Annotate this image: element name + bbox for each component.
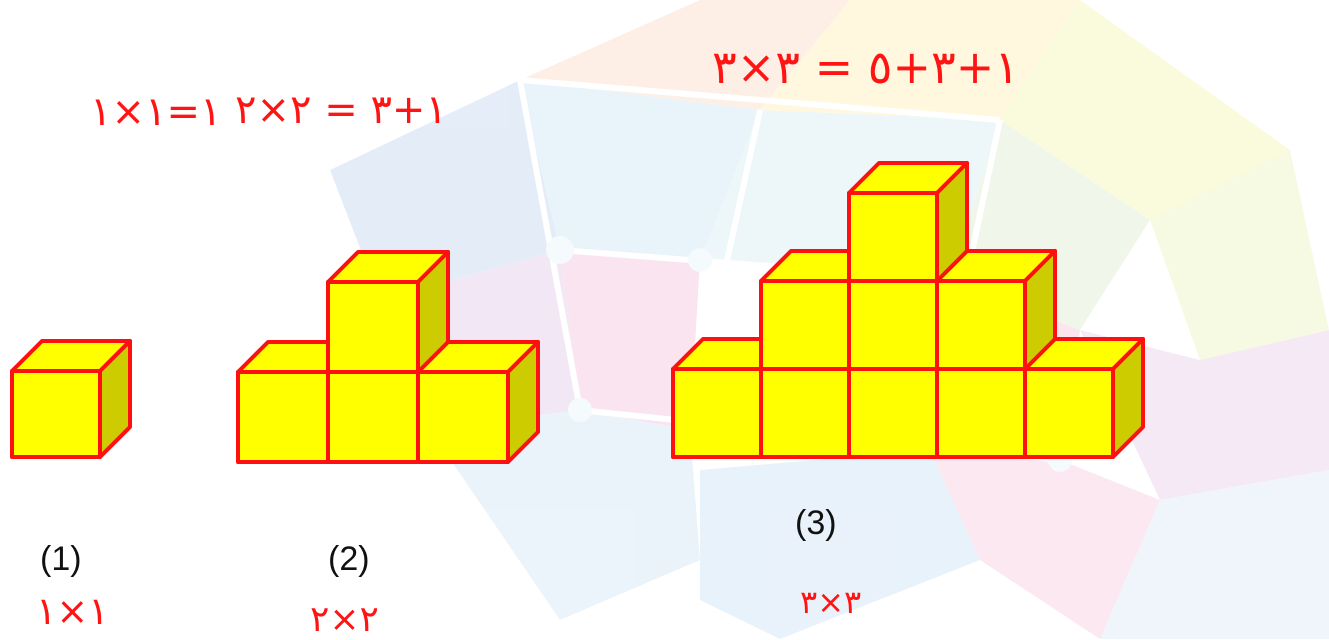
cube-front-face — [326, 280, 420, 374]
figure-1-stack — [10, 339, 132, 459]
figure-1-label: (1) — [40, 540, 82, 578]
cube-front-face — [1023, 367, 1115, 459]
cube — [1023, 337, 1145, 459]
figure-1-caption: ١×١ — [36, 589, 109, 633]
cube-front-face — [326, 370, 420, 464]
cube — [416, 340, 540, 464]
equation-3: ١+٣+٥ = ٣×٣ — [712, 40, 1020, 94]
cube — [847, 161, 969, 283]
cube-front-face — [847, 367, 939, 459]
cube-front-face — [935, 367, 1027, 459]
figure-2-caption: ٢×٢ — [310, 599, 379, 640]
cube-front-face — [671, 367, 763, 459]
cube-front-face — [236, 370, 330, 464]
cube — [326, 250, 450, 374]
cube — [10, 339, 132, 459]
cube-front-face — [759, 279, 851, 371]
cube-stacks — [10, 161, 1145, 464]
figure-3-stack — [671, 161, 1145, 459]
figure-3-label: (3) — [795, 504, 837, 542]
equation-2: ١+٣ = ٢×٢ — [235, 87, 447, 133]
figure-2-label: (2) — [328, 540, 370, 578]
cube — [935, 249, 1057, 371]
equation-1: ١=١×١ — [90, 89, 222, 135]
cube-front-face — [759, 367, 851, 459]
cube-front-face — [10, 369, 102, 459]
cube-front-face — [847, 191, 939, 283]
cube-front-face — [935, 279, 1027, 371]
cube-front-face — [847, 279, 939, 371]
figure-3-caption: ٣×٣ — [800, 583, 862, 621]
figure-2-stack — [236, 250, 540, 464]
cube-front-face — [416, 370, 510, 464]
